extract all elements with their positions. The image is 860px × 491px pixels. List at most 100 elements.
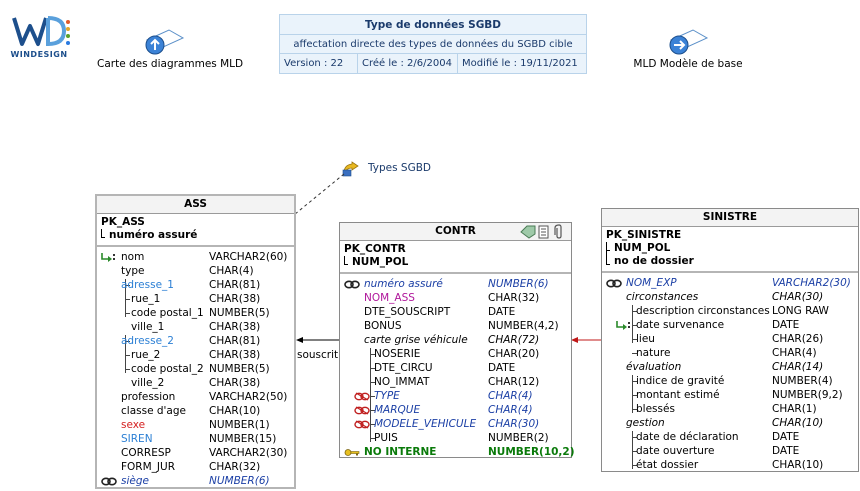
entity-contr-title: CONTR bbox=[435, 225, 476, 237]
ass-attr-row[interactable]: siège NUMBER(6) bbox=[97, 474, 294, 488]
entity-ass-pk-field: numéro assuré bbox=[109, 229, 198, 241]
nav-right-label: MLD Modèle de base bbox=[633, 58, 743, 70]
ass-attr-row[interactable]: code postal_2 NUMBER(5) bbox=[131, 363, 270, 375]
foreign-key-icon bbox=[616, 321, 630, 330]
sinistre-attr-row[interactable]: lieu CHAR(26) bbox=[636, 333, 824, 345]
entity-contr-pk-field: NUM_POL bbox=[352, 256, 409, 268]
ass-attr-row[interactable]: type CHAR(4) bbox=[121, 265, 254, 277]
entity-sinistre-pk-name: PK_SINISTRE bbox=[606, 229, 682, 241]
nav-carte-diagrammes[interactable]: Carte des diagrammes MLD bbox=[97, 26, 244, 70]
entity-contr-attributes: numéro assuré NUMBER(6) NOM_ASS CHAR(32)… bbox=[340, 274, 575, 459]
sinistre-attr-row[interactable]: montant estimé NUMBER(9,2) bbox=[636, 389, 843, 401]
link-key-icon bbox=[344, 280, 360, 289]
info-subtitle: affectation directe des types de données… bbox=[280, 35, 586, 54]
key-icon bbox=[344, 449, 360, 456]
ass-attr-row[interactable]: profession VARCHAR2(50) bbox=[121, 391, 288, 403]
sinistre-attr-row[interactable]: évaluation CHAR(14) bbox=[626, 361, 824, 373]
sinistre-attr-row[interactable]: blessés CHAR(1) bbox=[636, 403, 817, 415]
entity-contr-pk-name: PK_CONTR bbox=[344, 243, 406, 255]
link-key-icon bbox=[606, 279, 622, 288]
info-meta-row: Version : 22 Créé le : 2/6/2004 Modifié … bbox=[280, 54, 586, 73]
ass-attr-row[interactable]: nom VARCHAR2(60) bbox=[97, 250, 294, 264]
logo-text: WINDESIGN bbox=[10, 50, 68, 59]
nav-mld-modele-base[interactable]: MLD Modèle de base bbox=[628, 26, 748, 70]
up-arrow-page-icon bbox=[143, 26, 185, 58]
entity-sinistre-pk-field-1: NUM_POL bbox=[614, 242, 671, 254]
windesign-logo: WINDESIGN bbox=[6, 12, 72, 72]
ass-attr-row[interactable]: SIREN NUMBER(15) bbox=[121, 433, 277, 445]
contr-attr-row[interactable]: TYPE CHAR(4) bbox=[340, 389, 571, 403]
paperclip-icon[interactable] bbox=[554, 224, 562, 239]
entity-contr-title-bar: CONTR bbox=[340, 223, 571, 241]
contr-attr-row[interactable]: carte grise véhicule CHAR(72) bbox=[364, 334, 540, 346]
note-dashed-connector bbox=[255, 173, 345, 247]
contr-attr-row[interactable]: DTE_CIRCU DATE bbox=[374, 362, 516, 374]
contr-attr-row[interactable]: BONUS NUMBER(4,2) bbox=[364, 320, 559, 332]
entity-ass-title: ASS bbox=[97, 196, 294, 214]
windesign-logo-icon bbox=[12, 16, 70, 47]
entity-toolbar-icons bbox=[520, 224, 562, 239]
entity-ass-pk-name: PK_ASS bbox=[101, 216, 145, 228]
foreign-key-icon bbox=[101, 253, 115, 262]
ass-attr-row[interactable]: adresse_1 CHAR(81) bbox=[121, 279, 261, 291]
note-folder-icon bbox=[342, 161, 359, 177]
entity-sinistre-title: SINISTRE bbox=[602, 209, 858, 227]
sinistre-attr-row[interactable]: NOM_EXP VARCHAR2(30) bbox=[602, 276, 858, 290]
diagram-info-box: Type de données SGBD affectation directe… bbox=[279, 14, 587, 74]
entity-contr[interactable]: CONTR PK_CONTR NUM_POL bbox=[339, 222, 575, 459]
sinistre-attr-row[interactable]: état dossier CHAR(10) bbox=[636, 459, 824, 471]
ass-attr-row[interactable]: CORRESP VARCHAR2(30) bbox=[121, 447, 288, 459]
info-version: Version : 22 bbox=[280, 54, 358, 73]
contr-attr-row[interactable]: NO_IMMAT CHAR(12) bbox=[374, 376, 540, 388]
ass-attr-row[interactable]: ville_1 CHAR(38) bbox=[131, 321, 261, 333]
info-modified: Modifié le : 19/11/2021 bbox=[462, 58, 578, 69]
broken-link-icon bbox=[354, 406, 370, 415]
contr-attr-row[interactable]: MARQUE CHAR(4) bbox=[340, 403, 571, 417]
ass-attr-row[interactable]: FORM_JUR CHAR(32) bbox=[121, 461, 261, 473]
contr-attr-row[interactable]: DTE_SOUSCRIPT DATE bbox=[364, 306, 516, 318]
contr-attr-row[interactable]: NO INTERNE NUMBER(10,2) bbox=[340, 445, 575, 459]
entity-contr-pk: PK_CONTR NUM_POL bbox=[340, 241, 571, 274]
tag-icon[interactable] bbox=[520, 225, 536, 239]
contr-attr-row[interactable]: numéro assuré NUMBER(6) bbox=[340, 277, 571, 291]
entity-sinistre-pk-field-2: no de dossier bbox=[614, 255, 694, 267]
sinistre-attr-row[interactable]: date ouverture DATE bbox=[636, 445, 800, 457]
sinistre-attr-row[interactable]: indice de gravité NUMBER(4) bbox=[636, 375, 833, 387]
sinistre-attr-row[interactable]: date de déclaration DATE bbox=[636, 431, 800, 443]
link-contr-ass-arrow bbox=[296, 337, 303, 343]
entity-sinistre-attributes: NOM_EXP VARCHAR2(30) circonstances CHAR(… bbox=[602, 273, 858, 472]
entity-sinistre[interactable]: SINISTRE PK_SINISTRE NUM_POL no de dossi… bbox=[601, 208, 859, 472]
link-key-icon bbox=[101, 477, 117, 486]
ass-attr-row[interactable]: classe d'age CHAR(10) bbox=[121, 405, 261, 417]
sinistre-attr-row[interactable]: description circonstances LONG RAW bbox=[636, 305, 829, 317]
contr-attr-row[interactable]: MODELE_VEHICULE CHAR(30) bbox=[340, 417, 571, 431]
sinistre-attr-row[interactable]: nature CHAR(4) bbox=[636, 347, 817, 359]
info-created: Créé le : 2/6/2004 bbox=[358, 54, 458, 73]
sinistre-attr-row[interactable]: circonstances CHAR(30) bbox=[626, 291, 824, 303]
link-sinistre-contr-arrow bbox=[571, 337, 578, 343]
ass-attr-row[interactable]: rue_1 CHAR(38) bbox=[131, 293, 261, 305]
ass-attr-row[interactable]: code postal_1 NUMBER(5) bbox=[131, 307, 270, 319]
note-label: Types SGBD bbox=[368, 162, 432, 174]
broken-link-icon bbox=[354, 420, 370, 429]
nav-left-label: Carte des diagrammes MLD bbox=[97, 58, 244, 70]
broken-link-icon bbox=[354, 392, 370, 401]
right-arrow-page-icon bbox=[667, 26, 709, 58]
contr-attr-row[interactable]: NOSERIE CHAR(20) bbox=[374, 348, 540, 360]
document-icon[interactable] bbox=[538, 225, 549, 239]
ass-attr-row[interactable]: adresse_2 CHAR(81) bbox=[121, 335, 261, 347]
ass-attr-row[interactable]: ville_2 CHAR(38) bbox=[131, 377, 261, 389]
sinistre-attr-row[interactable]: date survenance DATE bbox=[602, 318, 858, 332]
ass-attr-row[interactable]: rue_2 CHAR(38) bbox=[131, 349, 261, 361]
entity-sinistre-pk: PK_SINISTRE NUM_POL no de dossier bbox=[602, 227, 858, 273]
contr-attr-row[interactable]: NOM_ASS CHAR(32) bbox=[364, 292, 540, 304]
entity-ass-attributes: nom VARCHAR2(60) type CHAR(4) adresse_1 … bbox=[97, 247, 294, 488]
sinistre-attr-row[interactable]: gestion CHAR(10) bbox=[626, 417, 824, 429]
info-title: Type de données SGBD bbox=[280, 15, 586, 35]
entity-ass[interactable]: ASS PK_ASS numéro assuré nom VARCHAR2(60… bbox=[95, 194, 296, 489]
contr-attr-row[interactable]: PUIS NUMBER(2) bbox=[374, 432, 549, 444]
ass-attr-row[interactable]: sexe NUMBER(1) bbox=[121, 419, 270, 431]
entity-ass-pk: PK_ASS numéro assuré bbox=[97, 214, 294, 247]
link-label-souscrit: souscrit bbox=[297, 349, 339, 361]
